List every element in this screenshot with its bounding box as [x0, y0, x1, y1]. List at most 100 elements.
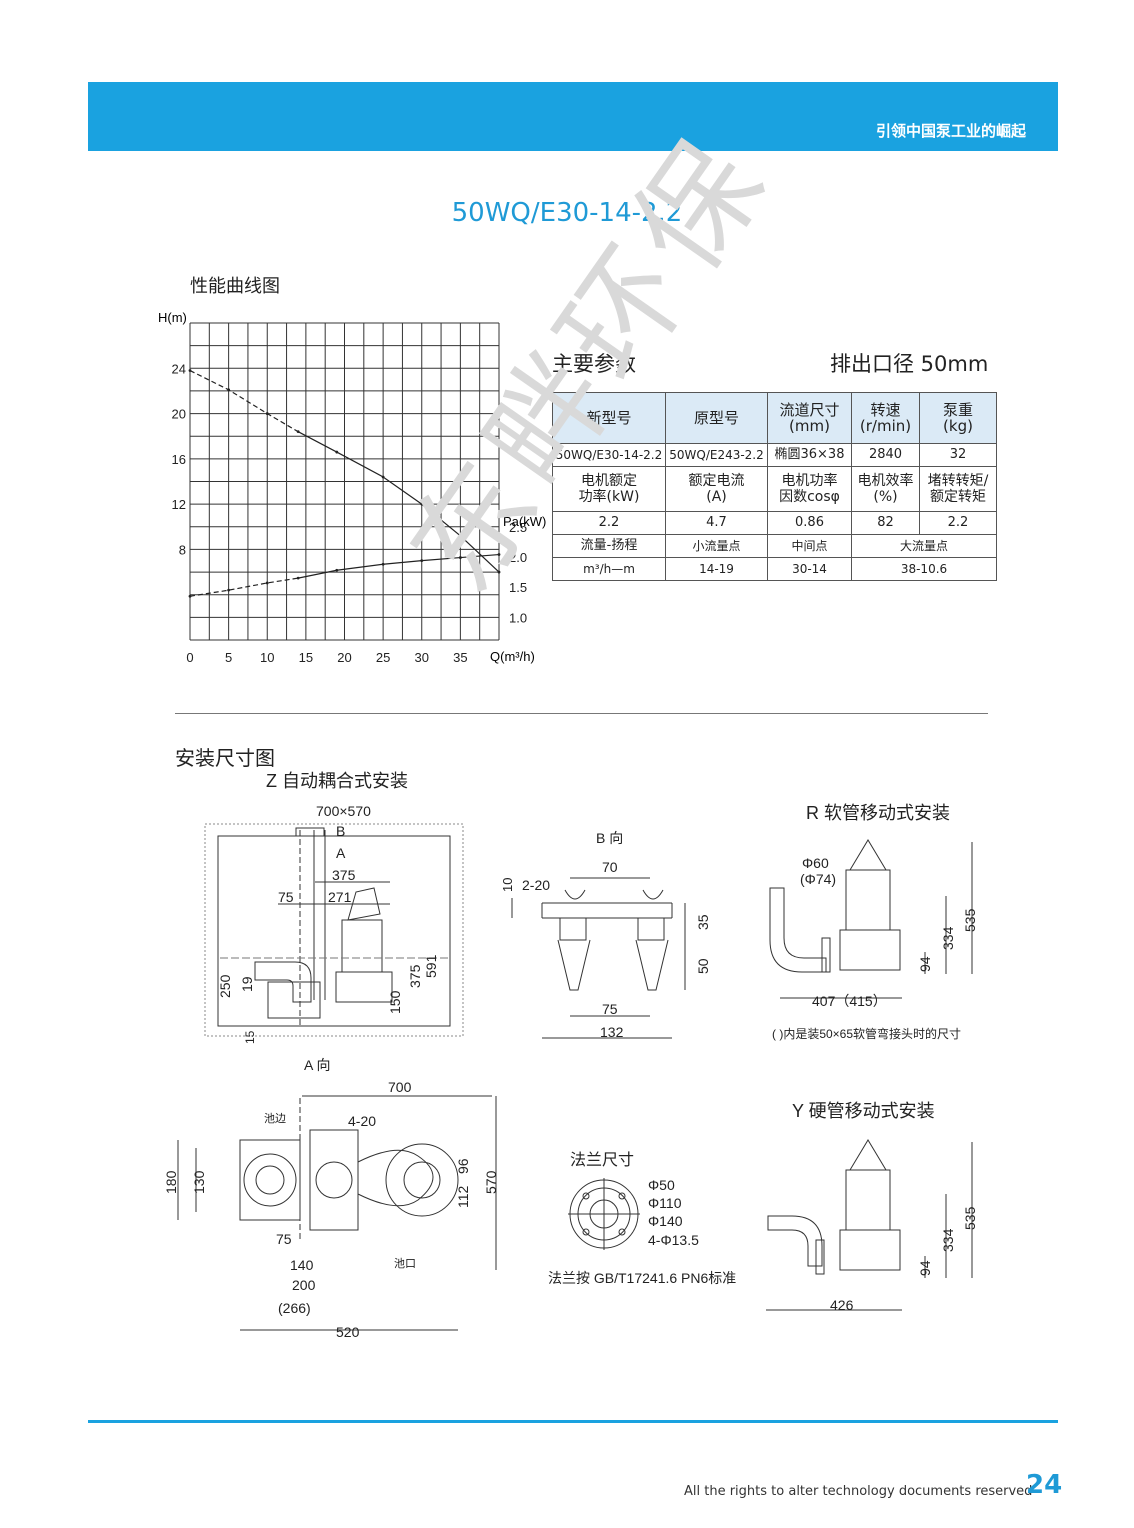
- data-point: [296, 430, 300, 434]
- b-dim-label: 10: [500, 878, 515, 892]
- data-point: [335, 450, 339, 454]
- data-point: [420, 559, 424, 562]
- r-dim-label: 334: [940, 926, 956, 950]
- a-dim-label: 4-20: [348, 1113, 376, 1129]
- q-tick-label: 0: [186, 650, 193, 665]
- z-dim-label: 250: [217, 974, 233, 998]
- p-tick-label: 1.0: [509, 610, 527, 625]
- a-dim-label: 112: [455, 1185, 471, 1208]
- table-cell: 堵转转矩/ 额定转矩: [919, 466, 997, 512]
- b-dim-label: 70: [602, 859, 618, 875]
- table-cell: 50WQ/E243-2.2: [665, 443, 768, 467]
- pit-edge-label: 池边: [264, 1112, 286, 1125]
- flange-dim-label: Φ110: [648, 1195, 682, 1211]
- a-dim-label: (266): [278, 1300, 311, 1316]
- data-point: [497, 553, 501, 556]
- b-dim-label: 35: [695, 914, 711, 930]
- a-dim-label: 75: [276, 1231, 292, 1247]
- a-view-drawing: [177, 1095, 497, 1331]
- install-title: 安装尺寸图: [175, 746, 275, 770]
- z-dim-label: 375: [332, 867, 356, 883]
- table-cell: 2.2: [919, 511, 997, 535]
- a-dim-label: 96: [455, 1158, 471, 1174]
- h-tick-label: 16: [172, 452, 186, 467]
- r-dim-label: 407（415）: [812, 993, 887, 1009]
- table-cell: 转速 (r/min): [851, 392, 920, 444]
- table-cell: 中间点: [767, 534, 852, 558]
- table-row: 50WQ/E30-14-2.2 50WQ/E243-2.2 椭圆36×38 28…: [552, 443, 997, 467]
- params-header-row-2: 电机额定 功率(kW) 额定电流 (A) 电机功率 因数cosφ 电机效率 (%…: [552, 466, 997, 512]
- table-cell: 2840: [851, 443, 920, 467]
- table-cell: 电机额定 功率(kW): [552, 466, 666, 512]
- z-dim-label: 271: [328, 889, 352, 905]
- flange-title: 法兰尺寸: [570, 1151, 634, 1169]
- p-tick-label: 2.0: [509, 550, 527, 565]
- h-tick-label: 12: [172, 497, 186, 512]
- pit-mouth-label: 池口: [394, 1257, 416, 1270]
- z-dim-label: 591: [423, 954, 439, 978]
- r-title: R 软管移动式安装: [806, 803, 950, 823]
- p-tick-label: 1.5: [509, 580, 527, 595]
- b-view-title: B 向: [596, 830, 623, 846]
- r-note: ( )内是装50×65软管弯接头时的尺寸: [772, 1026, 961, 1041]
- z-dim-label: B: [336, 823, 345, 839]
- z-title: Z 自动耦合式安装: [266, 771, 408, 791]
- z-dim-label: 75: [278, 889, 294, 905]
- table-cell: m³/h—m: [552, 557, 666, 581]
- b-dim-label: 132: [600, 1024, 624, 1040]
- data-point: [420, 502, 424, 506]
- data-point: [188, 594, 192, 598]
- data-point: [227, 388, 231, 392]
- table-cell: 14-19: [665, 557, 768, 581]
- b-dim-label: 50: [695, 958, 711, 974]
- table-cell: 新型号: [552, 392, 666, 444]
- flange-note: 法兰按 GB/T17241.6 PN6标准: [548, 1270, 736, 1286]
- table-cell: 4.7: [665, 511, 768, 535]
- r-dim-label: Φ60: [802, 855, 829, 871]
- params-header-row: 新型号 原型号 流道尺寸 (mm) 转速 (r/min) 泵重 (kg): [552, 392, 997, 444]
- table-row: 2.2 4.7 0.86 82 2.2: [552, 511, 997, 535]
- a-dim-label: 570: [483, 1170, 499, 1194]
- p-axis-ticks: 2.52.01.51.0: [509, 520, 527, 626]
- footer-note: All the rights to alter technology docum…: [684, 1484, 1033, 1499]
- r-view-drawing: [769, 839, 973, 999]
- z-dim-label: 150: [387, 990, 403, 1014]
- table-cell: 38-10.6: [851, 557, 997, 581]
- table-cell: 0.86: [767, 511, 852, 535]
- a-dim-label: 200: [292, 1277, 316, 1293]
- z-pit-drawing: [204, 823, 464, 1037]
- q-tick-label: 10: [260, 650, 274, 665]
- header-band: 引领中国泵工业的崛起: [88, 82, 1058, 151]
- table-cell: 50WQ/E30-14-2.2: [552, 443, 666, 467]
- b-dim-label: 75: [602, 1001, 618, 1017]
- table-cell: 流量-扬程: [552, 534, 666, 558]
- flange-dim-label: Φ140: [648, 1213, 683, 1229]
- installation-drawings: Z 自动耦合式安装 700×570 B A 375 75 271 250 19 …: [163, 771, 978, 1340]
- h-tick-label: 24: [172, 361, 186, 376]
- table-cell: 小流量点: [665, 534, 768, 558]
- a-dim-label: 130: [191, 1170, 207, 1194]
- curve-P-dashed: [189, 577, 299, 597]
- r-dim-label: (Φ74): [800, 871, 836, 887]
- data-point: [497, 570, 501, 574]
- table-cell: 额定电流 (A): [665, 466, 768, 512]
- y-title: Y 硬管移动式安装: [792, 1101, 935, 1121]
- data-point: [458, 534, 462, 538]
- q-tick-label: 30: [415, 650, 429, 665]
- table-cell: 82: [851, 511, 920, 535]
- q-tick-label: 35: [453, 650, 467, 665]
- r-dim-label: 94: [917, 956, 933, 972]
- data-point: [458, 556, 462, 559]
- y-dim-label: 535: [962, 1206, 978, 1230]
- data-point: [296, 576, 300, 580]
- data-point: [381, 475, 385, 479]
- data-point: [335, 568, 339, 572]
- y-dim-label: 94: [917, 1260, 933, 1276]
- z-dim-label: 700×570: [316, 803, 371, 819]
- table-cell: 原型号: [665, 392, 768, 444]
- q-tick-label: 15: [299, 650, 313, 665]
- table-cell: 泵重 (kg): [919, 392, 997, 444]
- table-cell: 32: [919, 443, 997, 467]
